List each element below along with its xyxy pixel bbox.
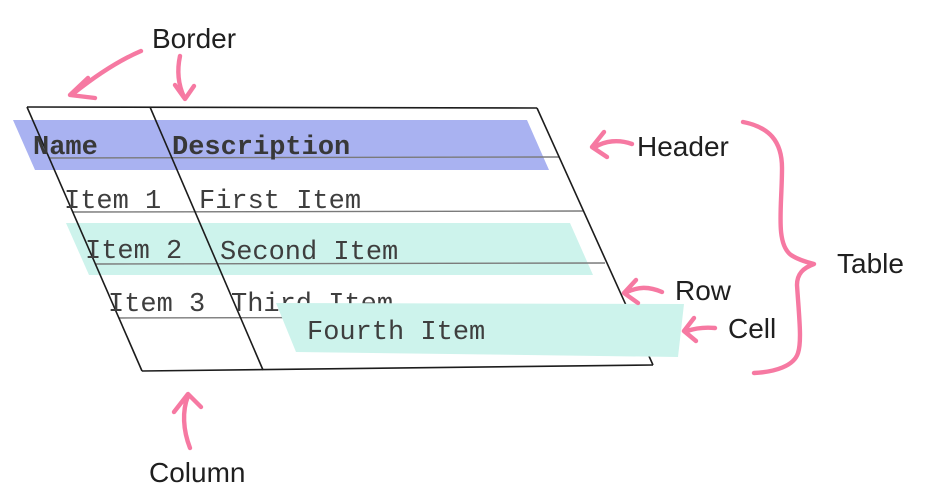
header-cell-name: Name bbox=[33, 133, 98, 163]
cell-row2-name: Item 2 bbox=[85, 237, 182, 267]
cell-row2-description: Second Item bbox=[220, 238, 398, 268]
column-arrow-icon bbox=[171, 391, 204, 451]
cell-row1-description: First Item bbox=[199, 187, 361, 217]
border-bottom bbox=[141, 364, 654, 372]
table-cells: Name Description Item 1 First Item Item … bbox=[33, 133, 398, 320]
row1-divider-line bbox=[72, 210, 584, 213]
border-left-arrow-icon bbox=[67, 48, 144, 101]
header-label: Header bbox=[637, 131, 729, 162]
row2-divider-line bbox=[95, 262, 606, 265]
row-divider-lines bbox=[48, 156, 630, 319]
border-label: Border bbox=[152, 23, 236, 54]
column-label: Column bbox=[149, 457, 245, 488]
cell-row3-name: Item 3 bbox=[108, 290, 205, 320]
header-arrow-icon bbox=[589, 129, 635, 160]
header-divider-line bbox=[48, 156, 560, 159]
table-figure: Name Description Item 1 First Item Item … bbox=[13, 106, 684, 372]
column-divider-line bbox=[149, 106, 264, 371]
curly-brace-icon bbox=[740, 119, 817, 376]
header-cell-description: Description bbox=[172, 133, 350, 163]
cell-row1-name: Item 1 bbox=[64, 187, 161, 217]
cell-label: Cell bbox=[728, 313, 776, 344]
row2-highlight bbox=[66, 223, 593, 275]
row-arrow-icon bbox=[621, 277, 665, 306]
table-label: Table bbox=[837, 248, 904, 279]
border-top bbox=[26, 106, 538, 109]
cell-highlight bbox=[276, 303, 684, 357]
cell-row4-description: Fourth Item bbox=[307, 318, 485, 348]
annotations: Border Header Row Cell Column Table bbox=[67, 23, 904, 488]
border-left bbox=[26, 106, 143, 372]
cell-arrow-icon bbox=[681, 315, 718, 344]
row-label: Row bbox=[675, 275, 732, 306]
border-top-arrow-icon bbox=[172, 53, 197, 102]
